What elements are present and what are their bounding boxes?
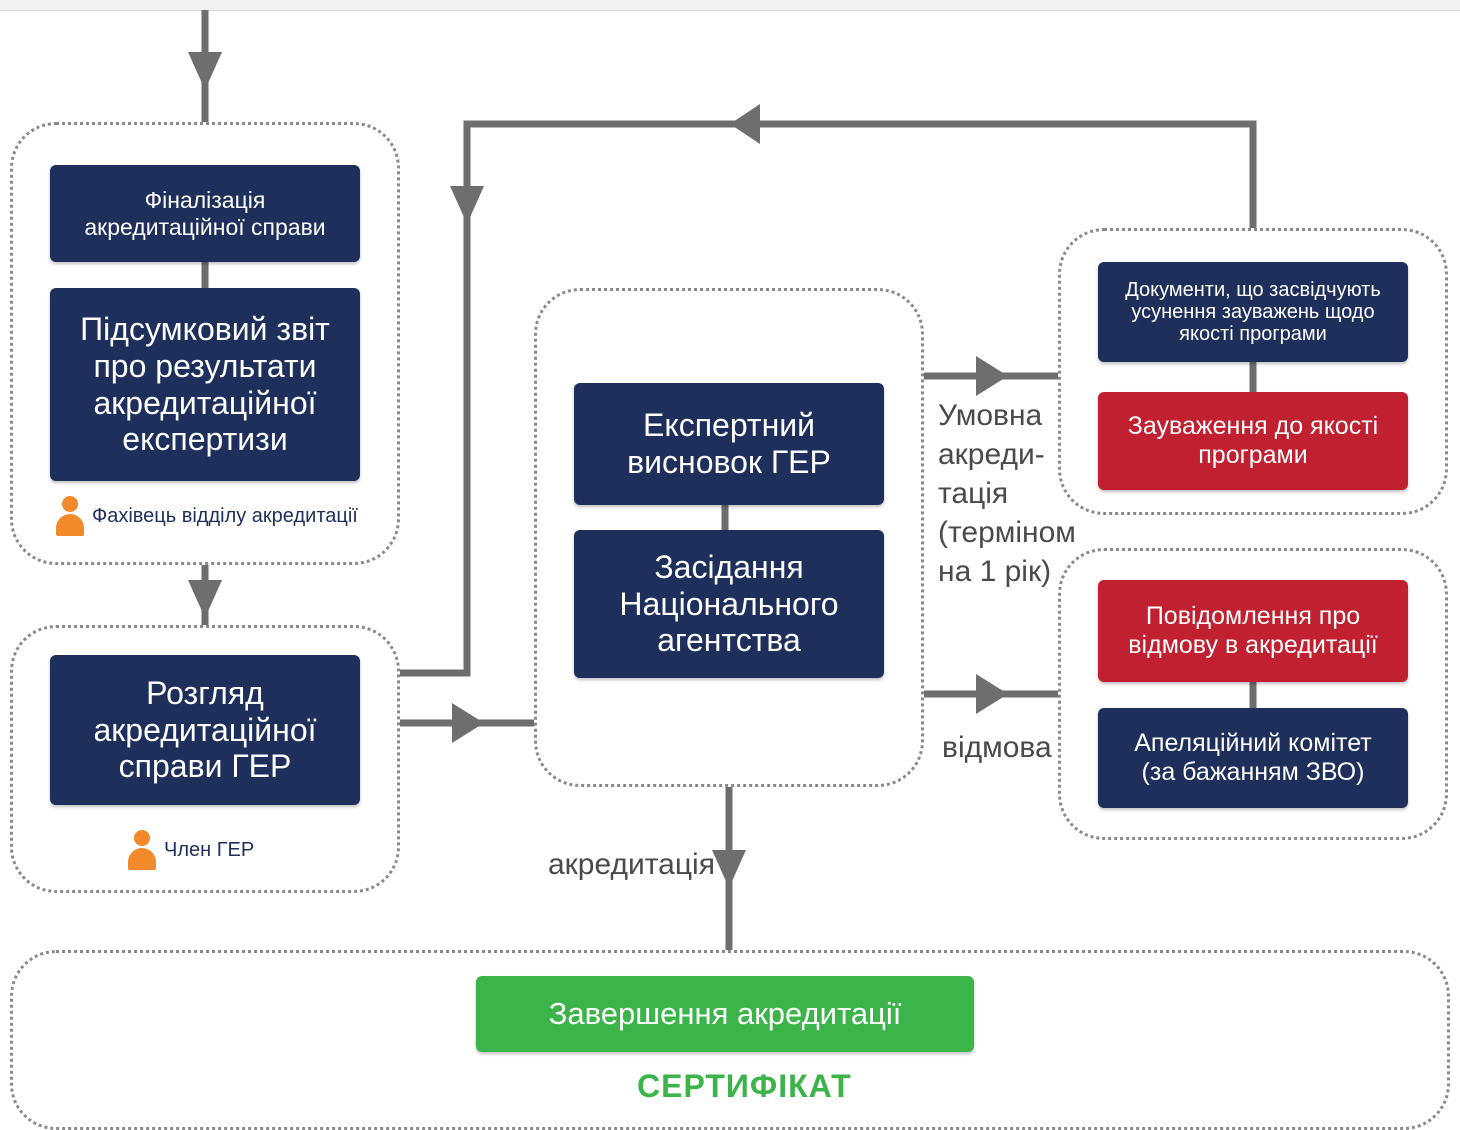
arrow-head-icon: [712, 850, 746, 888]
arrow-head-icon: [452, 703, 484, 743]
remediation-docs-box: Документи, що засвідчують усунення заува…: [1098, 262, 1408, 362]
arrow-head-icon: [976, 674, 1008, 714]
group-refusal: [1058, 548, 1448, 840]
arrow-head-icon: [730, 104, 760, 144]
arrow-head-icon: [188, 52, 222, 90]
top-border: [0, 0, 1460, 11]
refusal-notice-box: Повідомлення про відмову в акредитації: [1098, 580, 1408, 682]
conditional-accreditation-label: Умовна акреди- тація (терміном на 1 рік): [938, 399, 1076, 588]
arrow-head-icon: [450, 186, 484, 224]
role-accreditation-specialist: Фахівець відділу акредитації: [54, 496, 358, 536]
group-conditional: [1058, 228, 1448, 515]
role-label: Фахівець відділу акредитації: [92, 504, 358, 527]
summary-report-box: Підсумковий звіт про результати акредита…: [50, 288, 360, 481]
role-label: Член ГЕР: [164, 838, 255, 861]
arrow-head-icon: [188, 580, 222, 618]
appeal-committee-box: Апеляційний комітет (за бажанням ЗВО): [1098, 708, 1408, 808]
finalization-box: Фіналізація акредитаційної справи: [50, 165, 360, 262]
arrow-head-icon: [976, 356, 1008, 396]
refusal-label: відмова: [942, 731, 1052, 764]
national-agency-meeting-box: Засідання Національного агентства: [574, 530, 884, 678]
expert-conclusion-box: Експертний висновок ГЕР: [574, 383, 884, 505]
group-finalization: [10, 122, 400, 565]
certificate-label: СЕРТИФІКАТ: [637, 1068, 852, 1104]
completion-box: Завершення акредитації: [476, 976, 974, 1052]
group-national-agency: [534, 288, 924, 787]
person-icon: [54, 496, 86, 536]
group-ger-review: [10, 625, 400, 893]
person-icon: [126, 830, 158, 870]
connector-feedback-loop: [400, 120, 1257, 677]
accreditation-label: акредитація: [548, 848, 715, 881]
quality-remarks-box: Зауваження до якості програми: [1098, 392, 1408, 490]
role-ger-member: Член ГЕР: [126, 830, 254, 870]
ger-review-box: Розгляд акредитаційної справи ГЕР: [50, 655, 360, 805]
